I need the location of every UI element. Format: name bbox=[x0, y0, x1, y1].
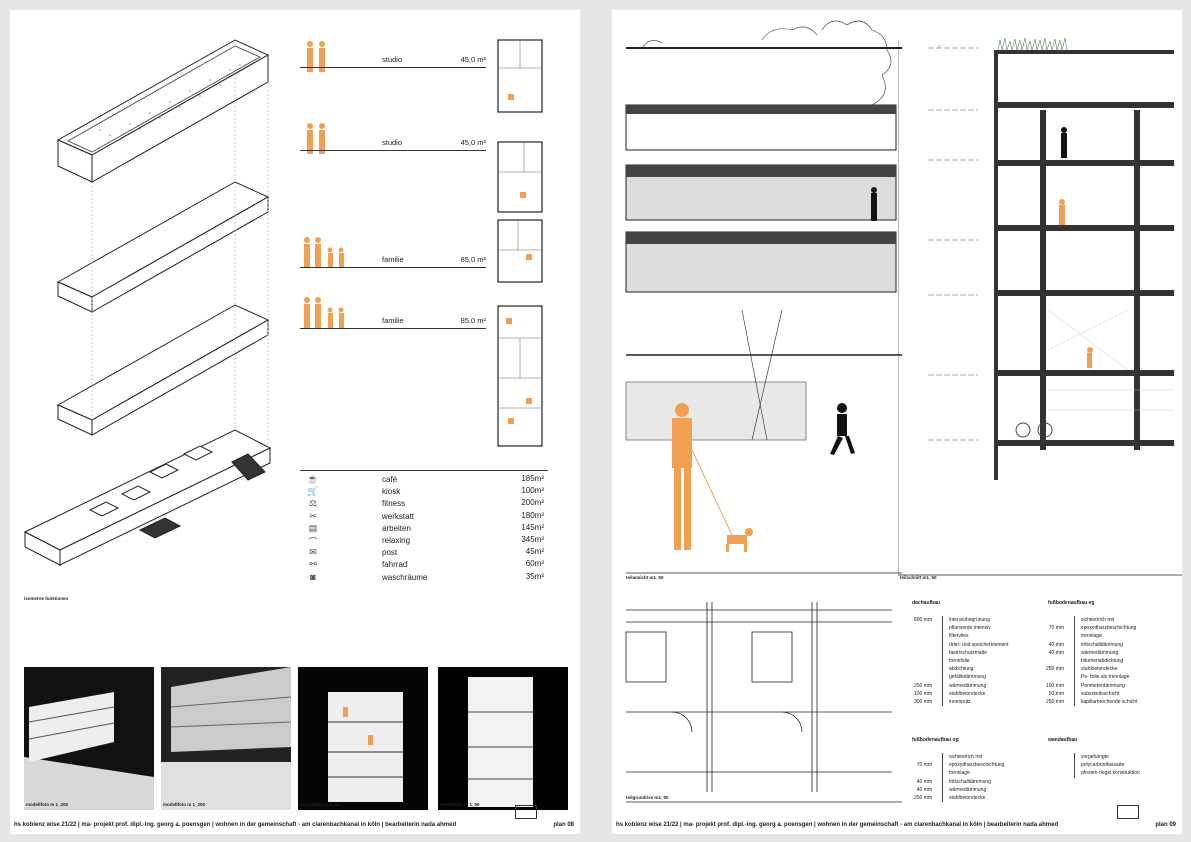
fussboden-og-layers: sichtestrich mit epoxydharzbeschichtung … bbox=[942, 753, 1004, 803]
bicycle-icon: ⚯ bbox=[309, 559, 317, 570]
iso-caption: isometrie funktionen bbox=[24, 596, 69, 601]
family-icon bbox=[300, 294, 360, 332]
kiosk-icon: 🛒 bbox=[307, 486, 319, 497]
lounge-icon: ⌒ bbox=[308, 537, 318, 547]
north-box bbox=[515, 805, 537, 819]
function-label: arbeiten bbox=[382, 523, 411, 533]
plan-sheet-08: isometrie funktionen studio 45,0 m² stud… bbox=[10, 10, 580, 834]
function-label: café bbox=[382, 475, 398, 484]
unit-label: studio bbox=[382, 55, 403, 64]
function-area: 35m² bbox=[525, 571, 544, 581]
function-label: werkstatt bbox=[382, 511, 415, 521]
photo-caption: modellfoto m 1_50 bbox=[440, 802, 480, 807]
footer: hs koblenz wise 21/22 | ma- projekt prof… bbox=[616, 822, 1178, 828]
photo-caption: modellfoto m 1_200 bbox=[26, 802, 69, 807]
plan-number: plan 08 bbox=[553, 822, 574, 828]
plan-caption: teilgrundriss m1_50 bbox=[626, 795, 669, 800]
fussboden-eg-layers: sichtestrich mit epoxydharzbeschichtung … bbox=[1074, 616, 1137, 707]
unit-label: studio bbox=[382, 138, 403, 147]
isometric-diagram bbox=[23, 39, 272, 566]
unit-area: 85,0 m² bbox=[460, 316, 486, 325]
fussboden-eg-thickness: 70 mm 40 mm 40 mm 250 mm 100 mm 50 mm 25… bbox=[1045, 625, 1064, 706]
divider bbox=[300, 150, 486, 151]
unit-label: familie bbox=[382, 255, 404, 264]
level-mark: ▽ bbox=[938, 45, 941, 49]
plan-sheet-09: teilansicht m1_50 bbox=[612, 10, 1182, 834]
fitness-icon: ⚖ bbox=[308, 498, 318, 509]
divider bbox=[300, 267, 486, 268]
function-area: 345m² bbox=[521, 535, 544, 544]
function-label: kiosk bbox=[382, 487, 401, 497]
people-icon bbox=[300, 120, 334, 158]
dachaufbau-layers: intensivbegrünung pflanzerde intensiv fi… bbox=[942, 616, 1008, 707]
facade-elevation bbox=[625, 20, 902, 574]
function-label: post bbox=[382, 548, 398, 558]
footer-text: hs koblenz wise 21/22 | ma- projekt prof… bbox=[14, 822, 457, 828]
divider bbox=[300, 328, 486, 329]
washer-icon: ◙ bbox=[310, 571, 316, 582]
model-photo-4 bbox=[438, 667, 568, 810]
wandaufbau-title: wandaufbau bbox=[1048, 737, 1078, 743]
function-label: waschräume bbox=[382, 572, 428, 582]
function-label: relaxing bbox=[382, 536, 411, 545]
fussboden-eg-title: fußbodenaufbau eg bbox=[1048, 600, 1095, 606]
unit-area: 85,0 m² bbox=[460, 255, 486, 264]
dachaufbau-title: dachaufbau bbox=[912, 600, 941, 606]
section-caption: teilschnitt m1_50 bbox=[900, 575, 937, 580]
wall-section bbox=[898, 37, 1182, 576]
unit-label: familie bbox=[382, 316, 404, 325]
function-label: fitness bbox=[382, 499, 406, 509]
function-area: 60m² bbox=[525, 559, 544, 569]
function-area: 45m² bbox=[525, 547, 544, 557]
north-box bbox=[1117, 805, 1139, 819]
briefcase-icon: ▤ bbox=[308, 522, 318, 533]
function-label: fahrrad bbox=[382, 560, 408, 570]
model-photo-3 bbox=[298, 667, 428, 810]
function-area: 200m² bbox=[521, 498, 544, 508]
model-photo-2 bbox=[161, 667, 291, 810]
function-area: 185m² bbox=[521, 474, 544, 483]
divider bbox=[300, 470, 548, 471]
model-photo-1 bbox=[24, 667, 154, 810]
partial-floor-plan bbox=[625, 602, 902, 803]
unit-plans bbox=[497, 39, 543, 447]
unit-area: 45,0 m² bbox=[460, 138, 486, 147]
fussboden-og-thickness: 70 mm 40 mm 40 mm 250 mm bbox=[913, 762, 932, 802]
elevation-caption: teilansicht m1_50 bbox=[626, 575, 664, 580]
cafe-icon: ☕ bbox=[307, 474, 319, 484]
function-area: 100m² bbox=[521, 486, 544, 496]
function-area: 180m² bbox=[521, 510, 544, 520]
footer: hs koblenz wise 21/22 | ma- projekt prof… bbox=[14, 822, 576, 828]
fussboden-og-title: fußbodenaufbau og bbox=[912, 737, 959, 743]
dachaufbau-thickness: 800 mm 250 mm 100 mm 300 mm bbox=[913, 617, 932, 706]
photo-caption: modellfoto m 1_50 bbox=[300, 802, 340, 807]
divider bbox=[300, 67, 486, 68]
family-icon bbox=[300, 234, 360, 272]
footer-text: hs koblenz wise 21/22 | ma- projekt prof… bbox=[616, 822, 1059, 828]
tools-icon: ✂ bbox=[309, 510, 317, 521]
unit-area: 45,0 m² bbox=[460, 55, 486, 64]
plan-number: plan 09 bbox=[1155, 822, 1176, 828]
wandaufbau-layers: vorgehängte polycarbontfassade pfosten-r… bbox=[1074, 753, 1140, 778]
people-icon bbox=[300, 38, 334, 76]
mail-icon: ✉ bbox=[309, 547, 317, 558]
photo-caption: modellfoto m 1_200 bbox=[163, 802, 206, 807]
function-area: 145m² bbox=[521, 522, 544, 532]
